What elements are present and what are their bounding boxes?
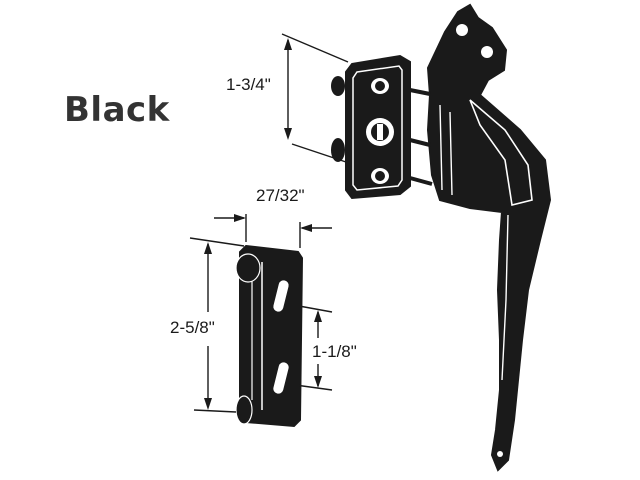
handle-lug-notch [481,46,493,58]
dim-height-arrow-top [284,38,292,50]
dim-length-arrow-bottom [204,398,212,410]
dim-length-ext-bottom [193,409,237,413]
dim-height-ext-bottom [291,143,347,163]
keeper-catch-bottom [235,395,253,425]
dim-spacing-ext-top [287,303,333,313]
dimension-lines [189,33,349,413]
handle-lever [426,3,552,472]
screw-post-top-inner [375,81,385,91]
handle-tip-hole [497,451,503,457]
handle-lug-hole [456,24,468,36]
dim-spacing-ext-bottom [287,383,333,391]
handle-assembly [331,3,552,472]
plate-side-knob-bottom [331,138,345,162]
dimension-label-keeper-length: 2-5/8" [170,318,215,337]
keeper-assembly [235,244,304,428]
handle-grip-line [439,104,509,381]
dimension-label-keeper-width: 27/32" [256,186,305,205]
connecting-rods [409,88,433,186]
dim-height-ext-top [281,33,349,63]
dim-spacing-arrow-bottom [314,376,322,388]
dim-length-arrow-top [204,242,212,254]
dim-width-arrow-left [234,214,246,222]
keeper-slot-bottom [273,362,289,394]
handle-highlight [469,99,533,206]
dim-length-ext-top [189,237,245,247]
dim-spacing-arrow-top [314,310,322,322]
dimension-label-hole-spacing: 1-1/8" [312,342,357,361]
finish-title: Black [64,90,170,130]
screw-post-bottom-inner [375,171,385,181]
mounting-plate-inner [352,65,403,191]
keeper-slot-top [273,280,289,312]
plate-side-knob-top [331,76,345,96]
dimension-label-handle-height: 1-3/4" [226,75,271,94]
dim-width-arrow-right [300,224,312,232]
keeper-catch-top [235,253,261,283]
dim-height-arrow-bottom [284,128,292,140]
spindle-key [377,124,383,140]
